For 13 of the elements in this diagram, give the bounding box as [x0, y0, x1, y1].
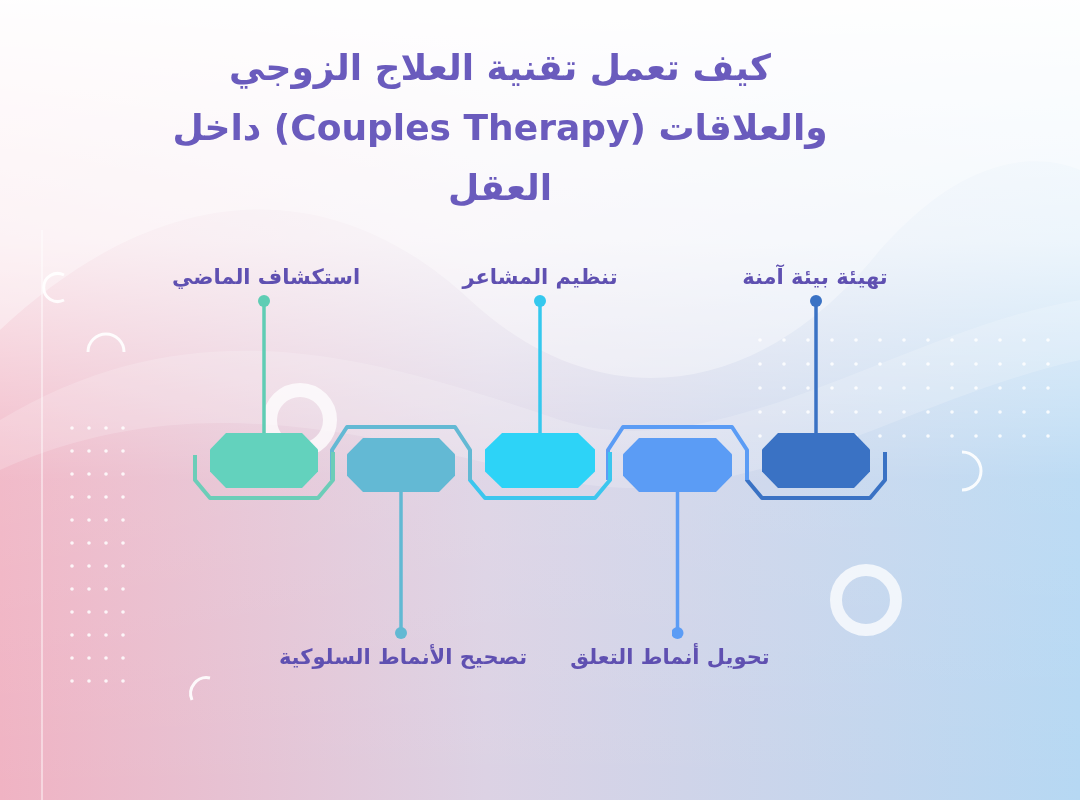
leader-line: [534, 295, 546, 433]
octagon-marker: [485, 433, 595, 488]
octagon-marker: [347, 438, 455, 492]
step-label: استكشاف الماضي: [171, 263, 361, 291]
leader-line: [395, 492, 407, 639]
leader-line: [810, 295, 822, 433]
leader-line: [258, 295, 270, 433]
step-label: تصحيح الأنماط السلوكية: [278, 643, 528, 671]
leader-line: [671, 492, 684, 639]
title: كيف تعمل تقنية العلاج الزوجي والعلاقات (Couples Therapy) داخل العقل: [171, 46, 829, 210]
step-label: تحويل أنماط التعلق: [570, 643, 770, 671]
step-label: تهيئة بيئة آمنة: [742, 263, 888, 291]
step-label: تنظيم المشاعر: [462, 263, 618, 291]
